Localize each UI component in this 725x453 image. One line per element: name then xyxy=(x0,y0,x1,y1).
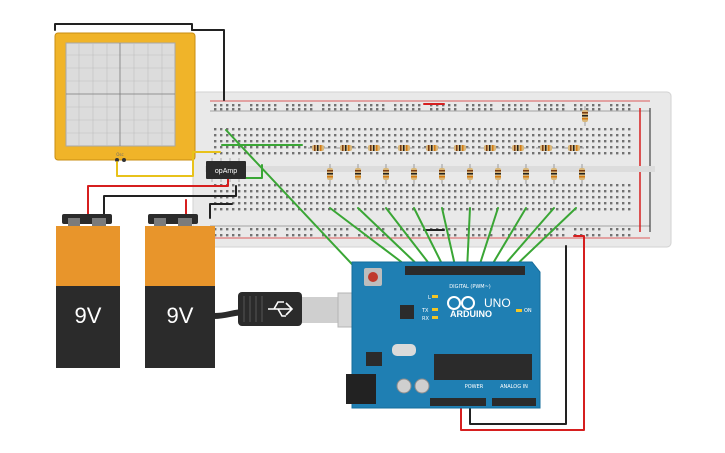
resistor[interactable] xyxy=(467,164,473,184)
atmega-chip xyxy=(434,354,532,380)
tx-led-label: TX xyxy=(421,308,429,314)
capacitor-1 xyxy=(396,378,412,394)
resistor[interactable] xyxy=(327,164,333,184)
rx-led-label: RX xyxy=(422,316,429,322)
wire-bundle-digital[interactable] xyxy=(329,207,577,271)
opamp-label: opAmp xyxy=(215,168,237,175)
wire-digital-pin[interactable] xyxy=(329,207,413,271)
resistor[interactable] xyxy=(364,145,384,151)
on-led xyxy=(516,309,522,312)
battery-2-label: 9V xyxy=(167,303,194,328)
wires[interactable] xyxy=(54,23,585,431)
resistor[interactable] xyxy=(579,164,585,184)
l-led xyxy=(432,295,438,298)
rx-led xyxy=(432,316,438,319)
opamp-chip[interactable]: opAmp xyxy=(206,158,246,182)
wire-digital-pin[interactable] xyxy=(499,207,555,271)
resistor-ladder[interactable] xyxy=(308,106,588,184)
battery-1-label: 9V xyxy=(75,303,102,328)
resistor[interactable] xyxy=(495,164,501,184)
capacitor-2 xyxy=(414,378,430,394)
wire-scope-ground[interactable] xyxy=(191,29,225,101)
wire-digital-pin[interactable] xyxy=(413,207,446,271)
arduino-logo-icon xyxy=(447,296,475,310)
battery-1[interactable]: 9V xyxy=(56,214,120,368)
reset-button-cap[interactable] xyxy=(368,272,378,282)
analog-header-label: ANALOG IN xyxy=(500,384,528,390)
arduino-model: UNO xyxy=(484,296,511,310)
wire-digital-pin[interactable] xyxy=(477,207,499,271)
scope-probe-terminal[interactable] xyxy=(115,158,119,162)
arduino-uno[interactable]: DIGITAL (PWM~) ARDUINO UNO L TX RX ON PO… xyxy=(346,261,541,409)
resistor[interactable] xyxy=(394,145,414,151)
resistor[interactable] xyxy=(523,164,529,184)
resistor[interactable] xyxy=(450,145,470,151)
wire-battery-negative-2[interactable] xyxy=(209,203,233,219)
resistor[interactable] xyxy=(582,106,588,126)
tx-led xyxy=(432,308,438,311)
wire-battery-positive[interactable] xyxy=(87,175,229,215)
wire-scope-probe[interactable] xyxy=(116,151,221,177)
wire-arduino-gnd[interactable] xyxy=(469,245,567,425)
wire-digital-pin[interactable] xyxy=(488,207,527,271)
wire-digital-pin[interactable] xyxy=(441,207,457,271)
analog-header[interactable] xyxy=(492,398,536,406)
resistor[interactable] xyxy=(383,164,389,184)
digital-header[interactable] xyxy=(405,266,525,275)
voltage-regulator xyxy=(366,352,382,366)
resistor[interactable] xyxy=(439,164,445,184)
on-led-label: ON xyxy=(524,308,532,314)
usb-cable[interactable] xyxy=(213,292,375,328)
battery-2[interactable]: 9V xyxy=(145,214,215,368)
resistor[interactable] xyxy=(355,164,361,184)
breadboard[interactable] xyxy=(192,91,672,248)
resistor[interactable] xyxy=(536,145,556,151)
wire-digital-pin[interactable] xyxy=(466,207,471,271)
wire-digital-pin[interactable] xyxy=(510,207,577,271)
scope-grid xyxy=(66,43,175,146)
oscilloscope[interactable]: Osc xyxy=(54,32,196,162)
power-header[interactable] xyxy=(430,398,486,406)
resistor[interactable] xyxy=(564,145,584,151)
resistor[interactable] xyxy=(480,145,500,151)
crystal-oscillator xyxy=(392,344,416,356)
l-led-label: L xyxy=(428,295,431,301)
resistor[interactable] xyxy=(336,145,356,151)
wire-arduino-5v[interactable] xyxy=(460,235,585,431)
wire-scope-ground-2[interactable] xyxy=(54,23,193,31)
breadboard-holes xyxy=(214,104,631,237)
usb-controller-chip xyxy=(400,305,414,319)
resistor[interactable] xyxy=(508,145,528,151)
wire-digital-pin[interactable] xyxy=(385,207,435,271)
resistor[interactable] xyxy=(308,145,328,151)
wire-battery-negative[interactable] xyxy=(103,185,237,217)
digital-header-label: DIGITAL (PWM~) xyxy=(449,284,491,290)
usb-icon xyxy=(268,301,294,317)
resistor[interactable] xyxy=(411,164,417,184)
resistor[interactable] xyxy=(551,164,557,184)
power-jack[interactable] xyxy=(346,374,376,404)
resistor[interactable] xyxy=(422,145,442,151)
power-header-label: POWER xyxy=(465,384,484,390)
scope-ground-terminal[interactable] xyxy=(122,158,126,162)
arduino-brand: ARDUINO xyxy=(450,309,492,319)
scope-label: Osc xyxy=(116,152,123,157)
wire-digital-pin[interactable] xyxy=(357,207,424,271)
